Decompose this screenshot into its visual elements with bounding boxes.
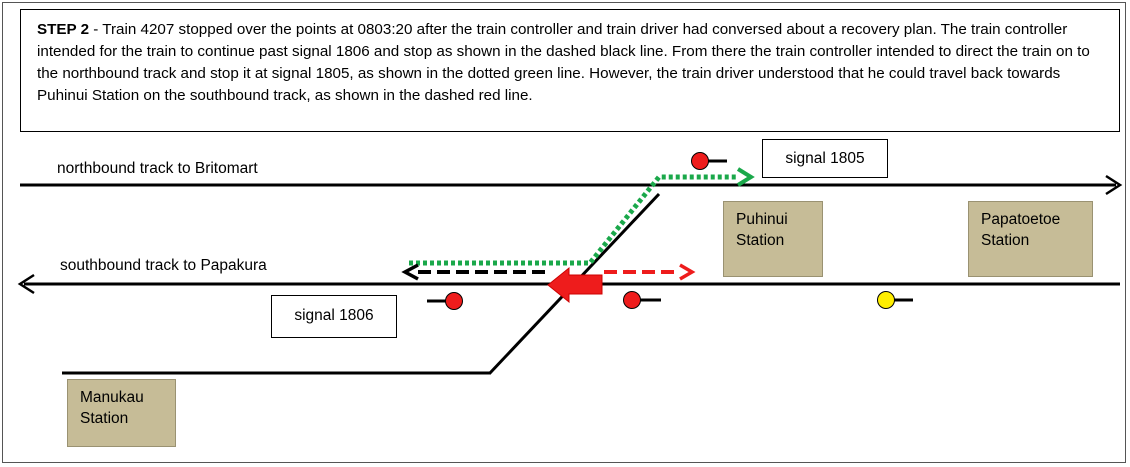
signal-1805-label: signal 1805 (762, 139, 888, 178)
signal-1806-label: signal 1806 (271, 295, 397, 338)
black-path-arrowhead (401, 263, 419, 281)
southbound-arrowhead (17, 273, 35, 295)
manukau-station-line2: Station (80, 410, 129, 427)
manukau-station-line1: Manukau (80, 389, 144, 406)
signal-1806-icon (427, 292, 463, 310)
northbound-arrowhead (1105, 174, 1123, 196)
caption-step: STEP 2 (37, 21, 90, 38)
caption-text: STEP 2 - Train 4207 stopped over the poi… (37, 19, 1109, 107)
puhinui-station-line1: Puhinui (736, 211, 788, 228)
southbound-track-label: southbound track to Papakura (60, 257, 267, 274)
yellow-signal-icon (877, 291, 913, 309)
papatoetoe-station: Papatoetoe Station (968, 201, 1093, 277)
northbound-track-label: northbound track to Britomart (57, 160, 258, 177)
papatoetoe-station-line2: Station (981, 232, 1030, 249)
red-path-arrowhead (679, 263, 696, 281)
caption-box: STEP 2 - Train 4207 stopped over the poi… (20, 9, 1120, 132)
puhinui-station-line2: Station (736, 232, 785, 249)
green-dotted-path (409, 174, 738, 266)
red-signal-icon (623, 291, 661, 309)
signal-1805-icon (691, 152, 727, 170)
papatoetoe-station-line1: Papatoetoe (981, 211, 1061, 228)
train-4207 (547, 266, 603, 304)
puhinui-station: Puhinui Station (723, 201, 823, 277)
green-path-arrowhead (736, 167, 755, 187)
manukau-station: Manukau Station (67, 379, 176, 447)
caption-body: - Train 4207 stopped over the points at … (37, 21, 1090, 104)
